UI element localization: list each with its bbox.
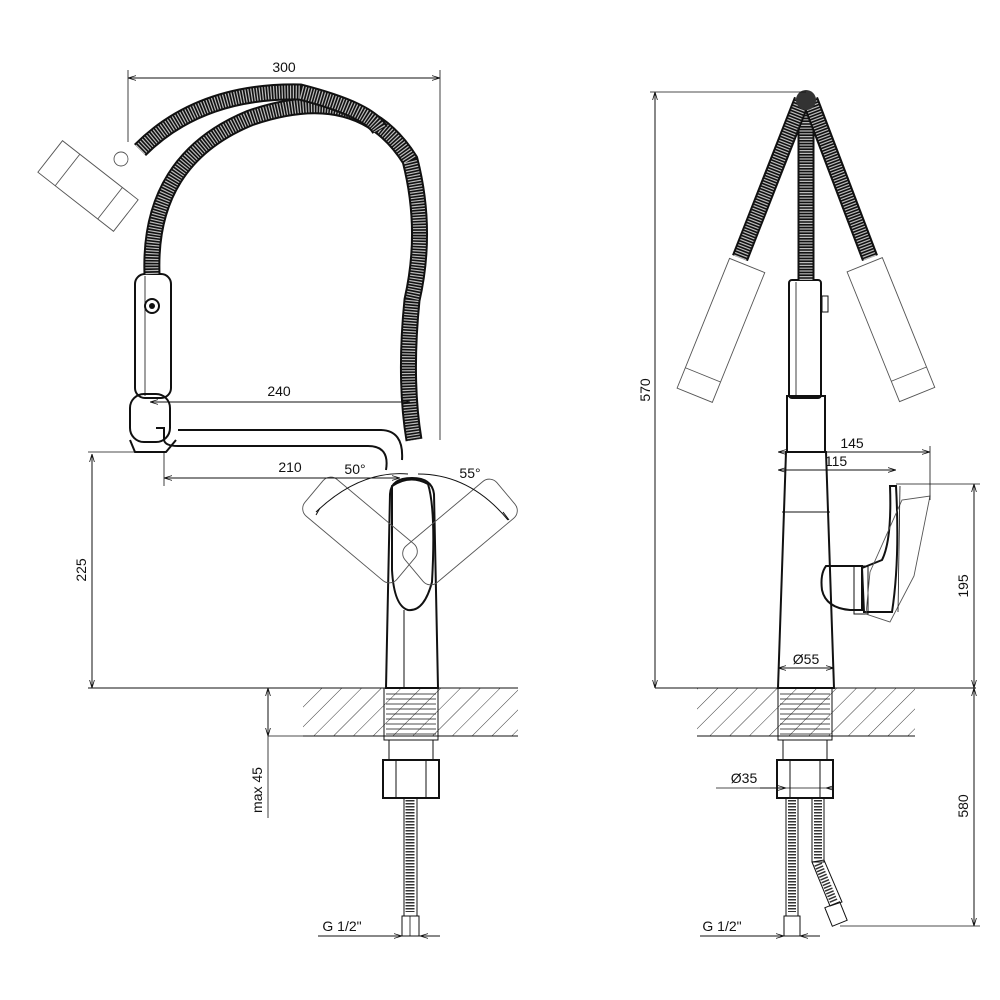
side-flex-hoses <box>732 90 878 280</box>
angle-label-50: 50° <box>344 461 365 477</box>
dim-label-d55: Ø55 <box>793 651 820 667</box>
front-body <box>302 473 518 689</box>
dim-reach-115: 115 <box>778 453 896 470</box>
dim-diameter-55: Ø55 <box>778 651 834 668</box>
dim-label-580: 580 <box>955 794 971 818</box>
dim-height-195: 195 <box>896 483 980 688</box>
dim-label-g12-side: G 1/2" <box>702 918 741 934</box>
dim-length-580: 580 <box>840 688 980 927</box>
front-view: 300 240 210 50° 55° 225 max 45 <box>37 59 518 937</box>
angle-label-55: 55° <box>459 465 480 481</box>
dim-label-195: 195 <box>955 574 971 598</box>
dim-connection-side: G 1/2" <box>700 918 820 936</box>
front-flex-hose <box>133 83 428 442</box>
dim-label-145: 145 <box>840 435 864 451</box>
dim-label-210: 210 <box>278 459 302 475</box>
dim-label-225: 225 <box>73 558 89 582</box>
side-view: 570 145 115 195 Ø55 Ø35 <box>637 90 980 936</box>
dim-label-d35: Ø35 <box>731 770 758 786</box>
dim-height-570: 570 <box>637 91 806 688</box>
dim-height-225: 225 <box>73 451 152 688</box>
dim-offset-210: 210 <box>163 452 400 486</box>
dim-width-300: 300 <box>127 59 441 440</box>
dim-label-300: 300 <box>272 59 296 75</box>
side-supply-hoses <box>783 797 848 937</box>
dim-label-g12-front: G 1/2" <box>322 918 361 934</box>
front-shank <box>382 687 440 799</box>
dim-label-570: 570 <box>637 378 653 402</box>
side-spray-heads-extended <box>676 257 936 403</box>
dim-reach-145: 145 <box>778 435 931 500</box>
front-spout <box>129 273 404 471</box>
dim-diameter-35: Ø35 <box>716 770 832 788</box>
dim-deck-max45: max 45 <box>249 688 303 818</box>
front-spray-head-extended <box>37 140 139 232</box>
dim-connection-front: G 1/2" <box>318 918 440 936</box>
side-shank <box>776 687 834 799</box>
front-supply-hose <box>401 797 420 937</box>
front-countertop <box>88 687 518 737</box>
dim-label-115: 115 <box>825 453 848 469</box>
dim-reach-240: 240 <box>150 383 410 402</box>
dim-label-240: 240 <box>267 383 291 399</box>
dim-label-max45: max 45 <box>249 767 265 813</box>
